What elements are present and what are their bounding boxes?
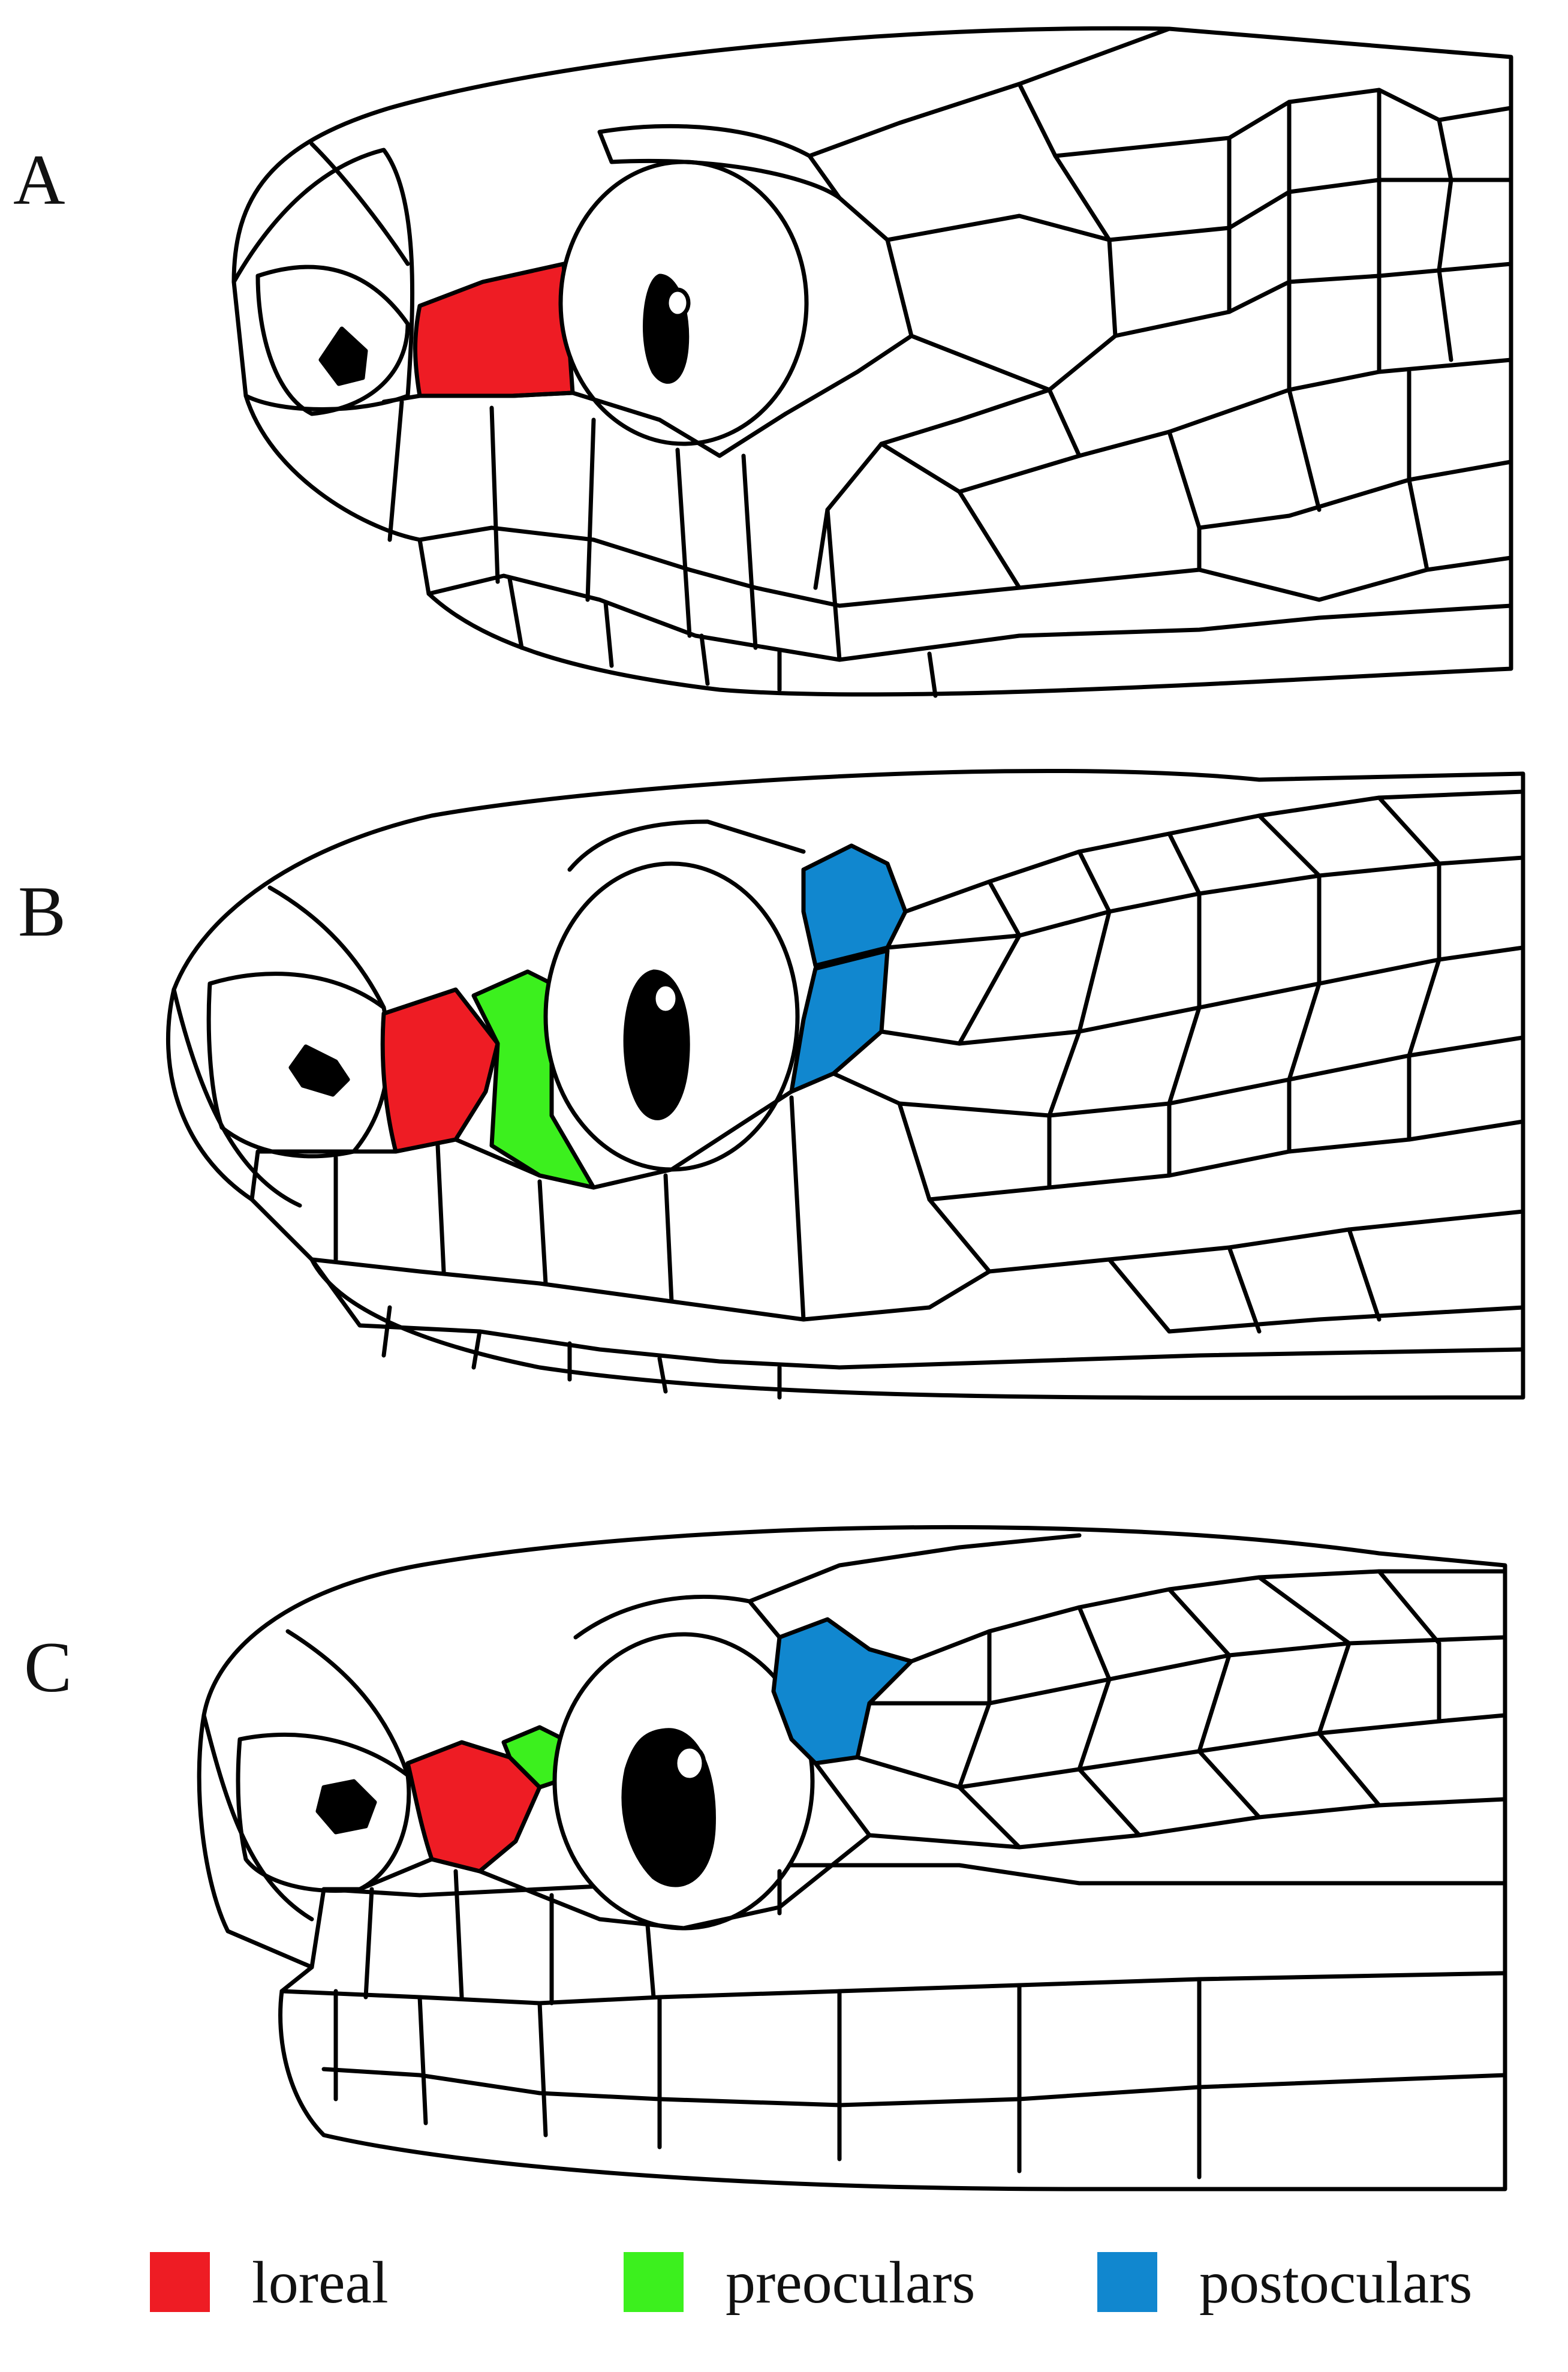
loreal-scale-c	[405, 1740, 542, 1874]
panel-label-c: C	[24, 1627, 73, 1707]
panel-label-b: B	[18, 871, 67, 951]
legend-label-preoculars: preoculars	[726, 2248, 976, 2316]
loreal-scale-b	[380, 987, 500, 1154]
panel-label-a: A	[13, 140, 65, 220]
snake-head-b	[166, 768, 1525, 1400]
postocular-upper-scale-b	[801, 843, 908, 968]
snake-head-c	[197, 1525, 1507, 2191]
legend-item-preoculars: preoculars	[624, 2243, 975, 2321]
legend-swatch-loreal	[150, 2252, 210, 2312]
legend-item-loreal: loreal	[150, 2243, 389, 2321]
legend-label-loreal: loreal	[252, 2248, 389, 2316]
legend-item-postoculars: postoculars	[1097, 2243, 1472, 2321]
legend-swatch-preoculars	[624, 2252, 684, 2312]
postocular-scale-c	[771, 1617, 914, 1766]
legend-label-postoculars: postoculars	[1199, 2248, 1473, 2316]
snake-head-a	[231, 26, 1513, 698]
legend: loreal preoculars postoculars	[0, 2219, 1568, 2339]
legend-swatch-postoculars	[1097, 2252, 1157, 2312]
